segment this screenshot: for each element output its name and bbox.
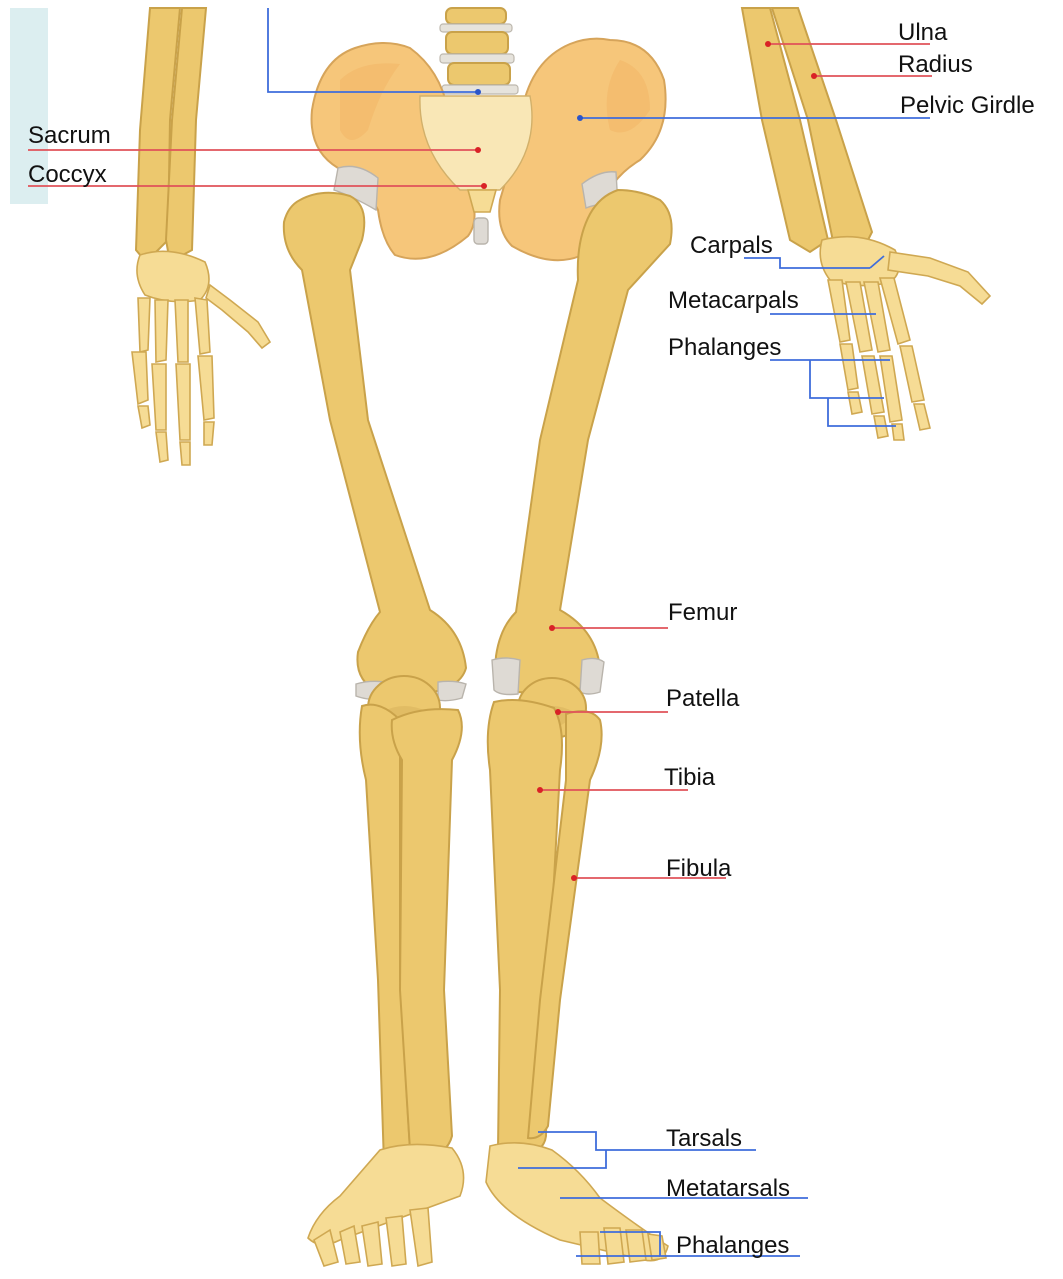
label-metacarpals: Metacarpals <box>668 287 799 314</box>
label-ulna: Ulna <box>898 19 948 46</box>
label-foot-phalanges: Phalanges <box>676 1232 789 1259</box>
label-patella: Patella <box>666 685 740 712</box>
label-fibula: Fibula <box>666 855 732 882</box>
left-forearm <box>136 8 206 262</box>
label-coccyx: Coccyx <box>28 161 107 188</box>
label-tarsals: Tarsals <box>666 1125 742 1152</box>
right-forearm <box>742 8 872 256</box>
label-sacrum: Sacrum <box>28 122 111 149</box>
label-tibia: Tibia <box>664 764 716 791</box>
lumbar-spine <box>440 8 518 94</box>
label-hand-phalanges: Phalanges <box>668 334 781 361</box>
label-femur: Femur <box>668 599 737 626</box>
label-pelvic-girdle: Pelvic Girdle <box>900 92 1035 119</box>
label-metatarsals: Metatarsals <box>666 1175 790 1202</box>
label-radius: Radius <box>898 51 973 78</box>
label-carpals: Carpals <box>690 232 773 259</box>
left-hand <box>132 251 270 465</box>
left-leg <box>284 193 466 1266</box>
right-leg <box>486 190 672 1264</box>
